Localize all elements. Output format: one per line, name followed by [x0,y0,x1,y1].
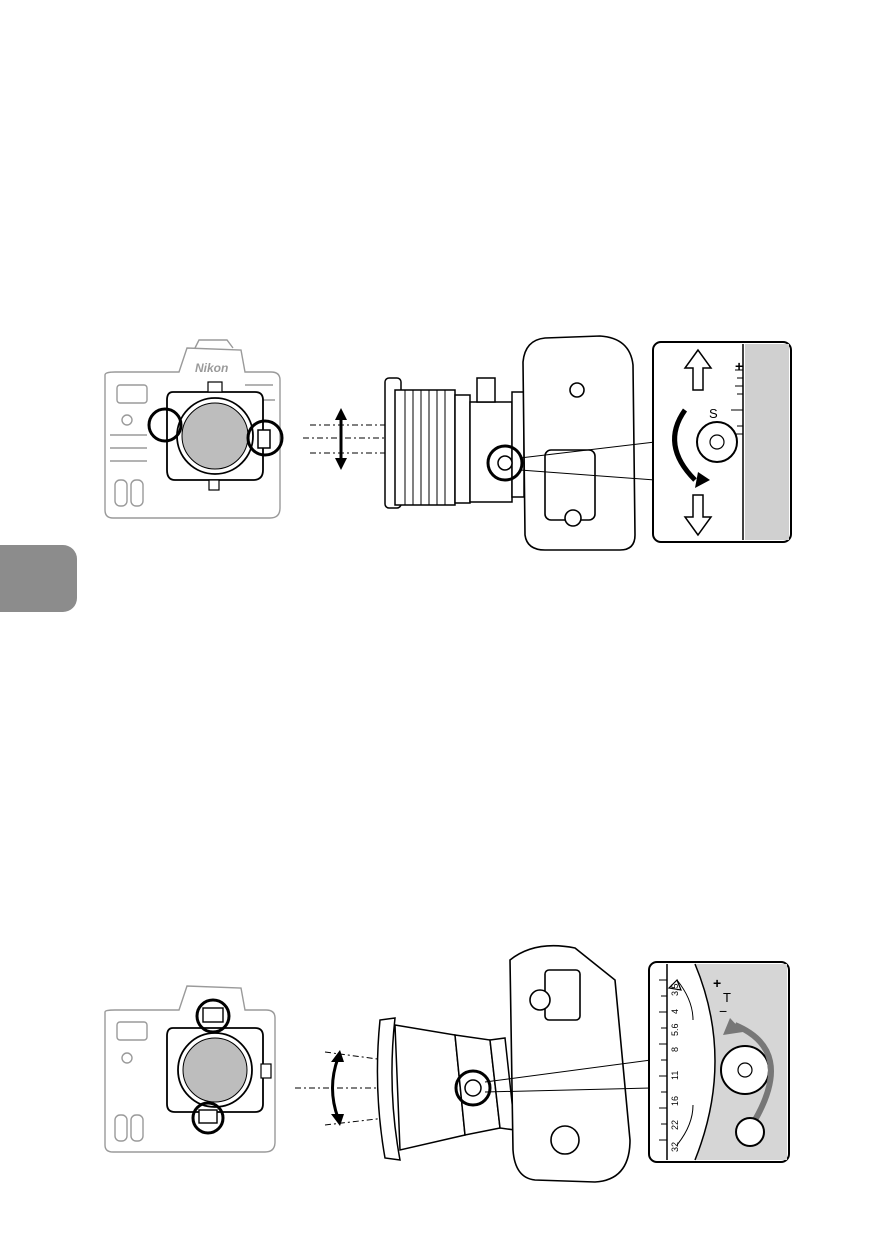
shift-knob-s-label: S [709,406,718,421]
shift-figure-svg: Nikon [95,330,795,555]
aperture-mark: 8 [670,1047,680,1052]
lens-mount-front-2 [167,1028,271,1112]
camera-side-view [523,336,635,550]
tilt-scale-plus: + [713,975,721,991]
lens-top-view [377,1018,515,1160]
aperture-mark: 3.5 [670,983,680,996]
tilt-figure-svg: + − T 3.5 4 5.6 8 11 16 22 32 [95,940,795,1190]
shift-axis-lines [303,425,395,453]
lens-side-view [385,378,524,508]
tilt-knob-t-label: T [723,990,731,1005]
camera-top-view [510,946,630,1182]
aperture-mark: 32 [670,1142,680,1152]
scale-plus-label: + [735,358,743,374]
shift-zoom-box [653,342,791,542]
aperture-mark: 4 [670,1009,680,1014]
aperture-mark: 22 [670,1120,680,1130]
aperture-mark: 5.6 [670,1023,680,1036]
aperture-mark: 11 [670,1071,680,1080]
tilt-scale-minus: − [719,1003,727,1019]
nikon-logo: Nikon [195,361,228,375]
shift-direction-arrow [335,408,347,470]
shift-figure: Nikon [95,330,795,555]
aperture-mark: 16 [670,1096,680,1106]
tilt-figure: + − T 3.5 4 5.6 8 11 16 22 32 [95,940,795,1190]
section-tab [0,545,77,612]
